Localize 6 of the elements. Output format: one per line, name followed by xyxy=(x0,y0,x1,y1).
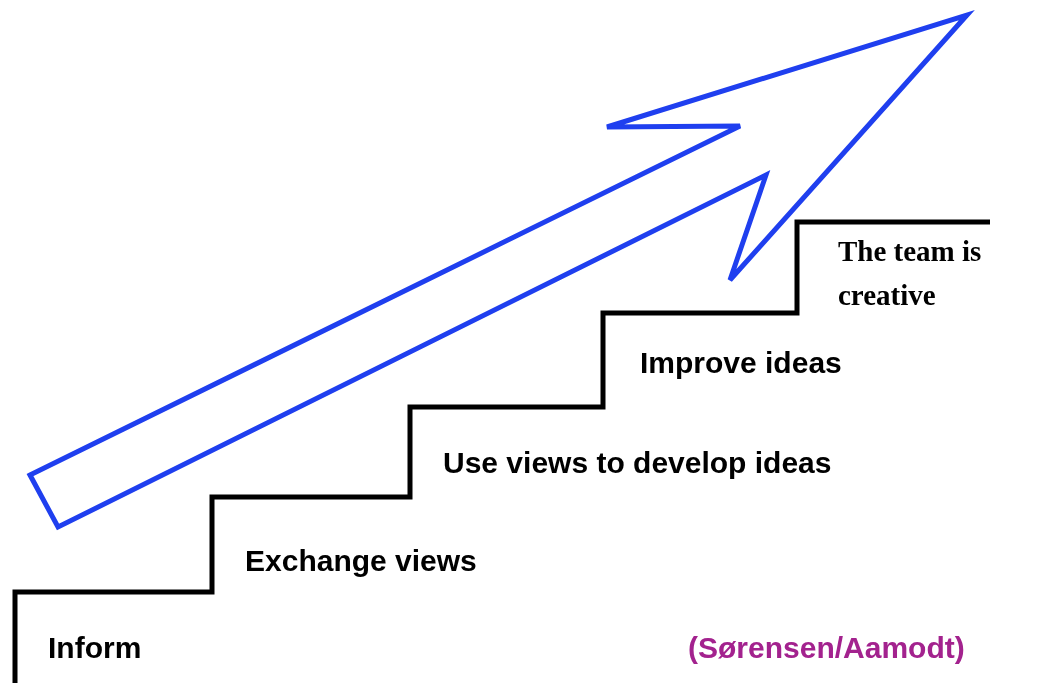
source-credit: (Sørensen/Aamodt) xyxy=(688,630,965,666)
step-label: The team is creative xyxy=(838,234,983,313)
step-label: Exchange views xyxy=(245,543,477,579)
step-label: Inform xyxy=(48,630,142,666)
step-label: Use views to develop ideas xyxy=(443,445,832,481)
step-label: Improve ideas xyxy=(640,345,842,381)
